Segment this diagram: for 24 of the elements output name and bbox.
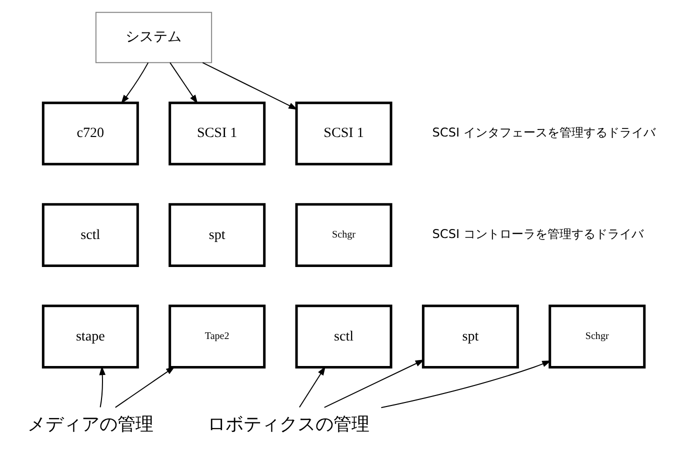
node-box: c720 bbox=[42, 102, 139, 166]
arrow bbox=[202, 62, 298, 110]
arrow bbox=[120, 62, 149, 104]
arrow bbox=[381, 360, 552, 408]
node-box: システム bbox=[95, 12, 212, 64]
arrow bbox=[299, 366, 326, 408]
node-text: メディアの管理 bbox=[27, 414, 154, 435]
node-box: Tape2 bbox=[168, 304, 266, 368]
node-box: sctl bbox=[295, 304, 392, 368]
node-box: spt bbox=[168, 203, 266, 267]
arrow bbox=[324, 360, 424, 408]
node-box: stape bbox=[42, 304, 139, 368]
node-box: spt bbox=[422, 304, 519, 368]
node-box: SCSI 1 bbox=[295, 102, 392, 166]
arrow bbox=[115, 366, 176, 408]
node-box: Schgr bbox=[548, 304, 646, 368]
label: SCSI コントローラを管理するドライバ bbox=[432, 227, 644, 242]
node-box: Schgr bbox=[295, 203, 392, 267]
arrow bbox=[170, 62, 198, 104]
arrow bbox=[99, 366, 106, 408]
node-box: sctl bbox=[42, 203, 139, 267]
node-text: ロボティクスの管理 bbox=[207, 414, 370, 435]
label: SCSI インタフェースを管理するドライバ bbox=[432, 126, 656, 140]
node-box: SCSI 1 bbox=[168, 102, 266, 166]
